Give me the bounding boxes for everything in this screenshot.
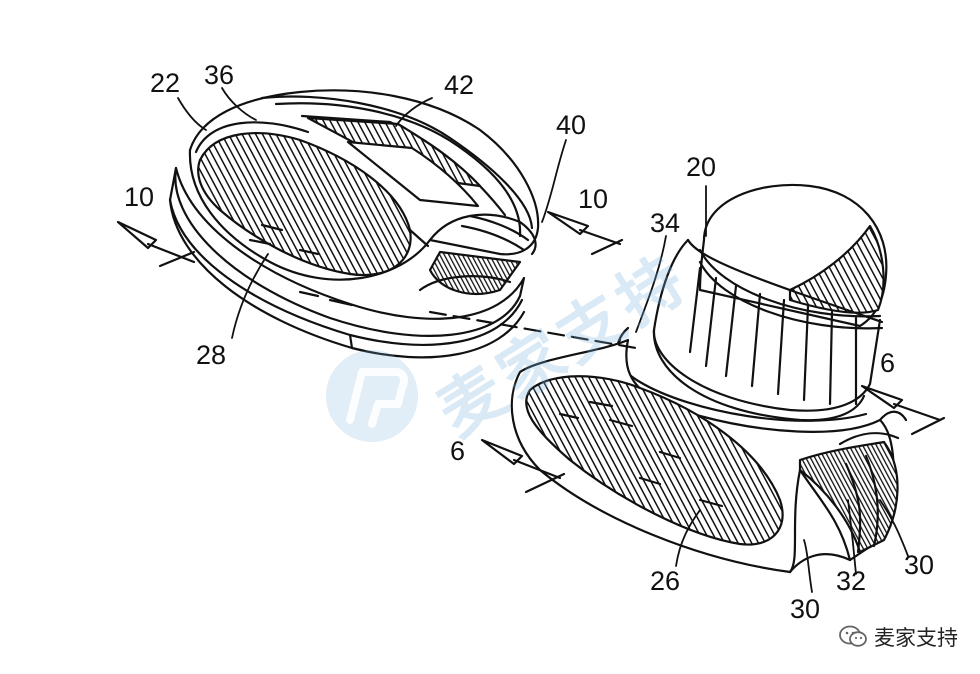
leader-lines	[177, 87, 909, 593]
ref-42: 42	[444, 70, 475, 100]
ref-30-right: 30	[904, 550, 935, 580]
left-base-disc	[174, 166, 526, 337]
wechat-icon	[839, 625, 867, 647]
section-arrow-10-right	[546, 210, 624, 256]
ref-26: 26	[650, 566, 681, 596]
pad-26	[525, 375, 784, 546]
section-arrow-6-right	[860, 384, 946, 436]
ref-34: 34	[650, 208, 681, 238]
right-component	[510, 183, 908, 574]
ref-10-right: 10	[578, 184, 609, 214]
connection-line	[428, 310, 638, 350]
watermark-logo	[326, 350, 418, 442]
left-component	[168, 89, 540, 359]
flap-32	[798, 440, 899, 554]
ref-40: 40	[556, 110, 587, 140]
ref-28: 28	[196, 340, 227, 370]
ref-20: 20	[686, 152, 717, 182]
ref-22: 22	[150, 68, 181, 98]
ref-10-left: 10	[124, 182, 155, 212]
ref-30-bottom: 30	[790, 594, 821, 624]
pad-28	[197, 132, 412, 277]
section-arrow-6-left	[480, 438, 566, 494]
ref-6-left: 6	[450, 436, 466, 466]
corner-badge-text: 麦家支持	[874, 626, 958, 650]
ref-32: 32	[836, 566, 867, 596]
ref-36: 36	[204, 60, 235, 90]
section-arrow-10-left	[116, 220, 196, 268]
corner-badge: 麦家支持	[838, 622, 958, 652]
ref-6-right: 6	[880, 348, 896, 378]
